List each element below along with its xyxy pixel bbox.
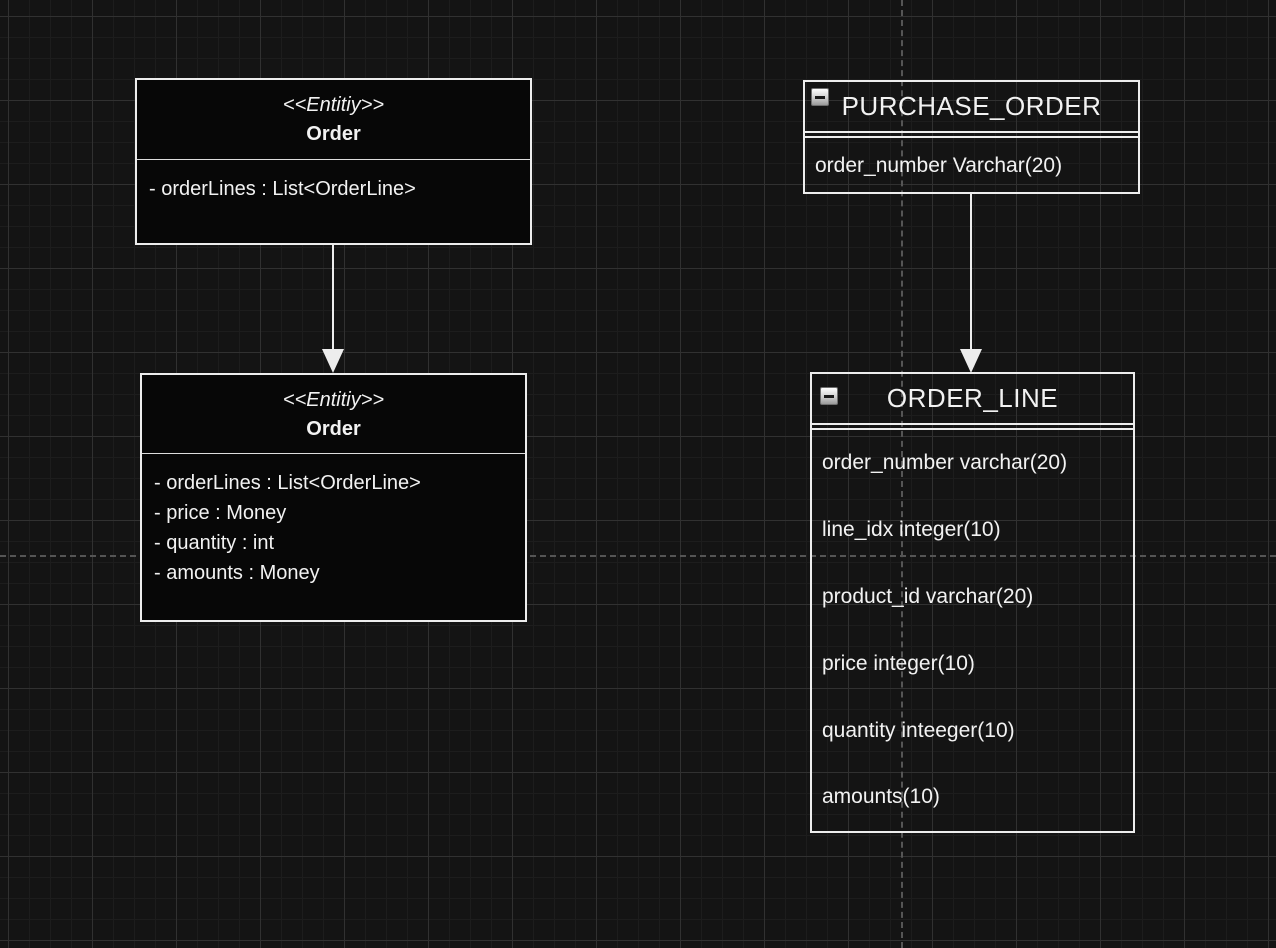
- table-row[interactable]: order_number Varchar(20): [815, 153, 1063, 177]
- table-title: ORDER_LINE: [886, 383, 1059, 413]
- edge-line: [970, 194, 972, 350]
- table-row[interactable]: amounts(10): [822, 785, 940, 809]
- edge-line: [332, 245, 334, 350]
- table-row[interactable]: order_number varchar(20): [822, 451, 1068, 475]
- class-stereotype: <<Entitiy>>: [282, 389, 385, 411]
- class-header[interactable]: <<Entitiy>> Order: [137, 80, 530, 160]
- table-rows: order_number Varchar(20): [805, 136, 1138, 193]
- er-table-purchase-order[interactable]: PURCHASE_ORDER order_number Varchar(20): [803, 80, 1140, 194]
- table-rows: order_number varchar(20) line_idx intege…: [812, 428, 1133, 831]
- arrowhead-down-icon: [960, 349, 982, 373]
- table-row[interactable]: line_idx integer(10): [822, 518, 1001, 542]
- class-attribute: - price : Money: [154, 502, 287, 524]
- class-attribute: - quantity : int: [154, 532, 275, 554]
- table-header[interactable]: PURCHASE_ORDER: [805, 82, 1138, 133]
- class-stereotype: <<Entitiy>>: [282, 94, 385, 116]
- class-attribute: - orderLines : List<OrderLine>: [154, 472, 421, 494]
- uml-class-order-top[interactable]: <<Entitiy>> Order - orderLines : List<Or…: [135, 78, 532, 245]
- collapse-minus-icon[interactable]: [820, 387, 838, 405]
- class-attribute: - amounts : Money: [154, 562, 320, 584]
- collapse-minus-icon[interactable]: [811, 88, 829, 106]
- minus-glyph: [815, 95, 825, 99]
- table-row[interactable]: quantity inteeger(10): [822, 718, 1015, 742]
- table-title: PURCHASE_ORDER: [841, 91, 1102, 121]
- page-break-guide-horizontal: [0, 555, 1276, 557]
- table-row[interactable]: price integer(10): [822, 651, 975, 675]
- class-attribute: - orderLines : List<OrderLine>: [149, 178, 416, 200]
- class-name: Order: [306, 418, 361, 440]
- class-attributes[interactable]: - orderLines : List<OrderLine>: [137, 160, 530, 218]
- table-row[interactable]: product_id varchar(20): [822, 584, 1034, 608]
- arrowhead-down-icon: [322, 349, 344, 373]
- page-break-guide-vertical: [901, 0, 903, 948]
- minus-glyph: [824, 394, 834, 398]
- er-table-order-line[interactable]: ORDER_LINE order_number varchar(20) line…: [810, 372, 1135, 833]
- uml-class-order-bottom[interactable]: <<Entitiy>> Order - orderLines : List<Or…: [140, 373, 527, 622]
- class-name: Order: [306, 123, 361, 145]
- class-attributes[interactable]: - orderLines : List<OrderLine> - price :…: [142, 454, 525, 602]
- table-header[interactable]: ORDER_LINE: [812, 374, 1133, 425]
- class-header[interactable]: <<Entitiy>> Order: [142, 375, 525, 454]
